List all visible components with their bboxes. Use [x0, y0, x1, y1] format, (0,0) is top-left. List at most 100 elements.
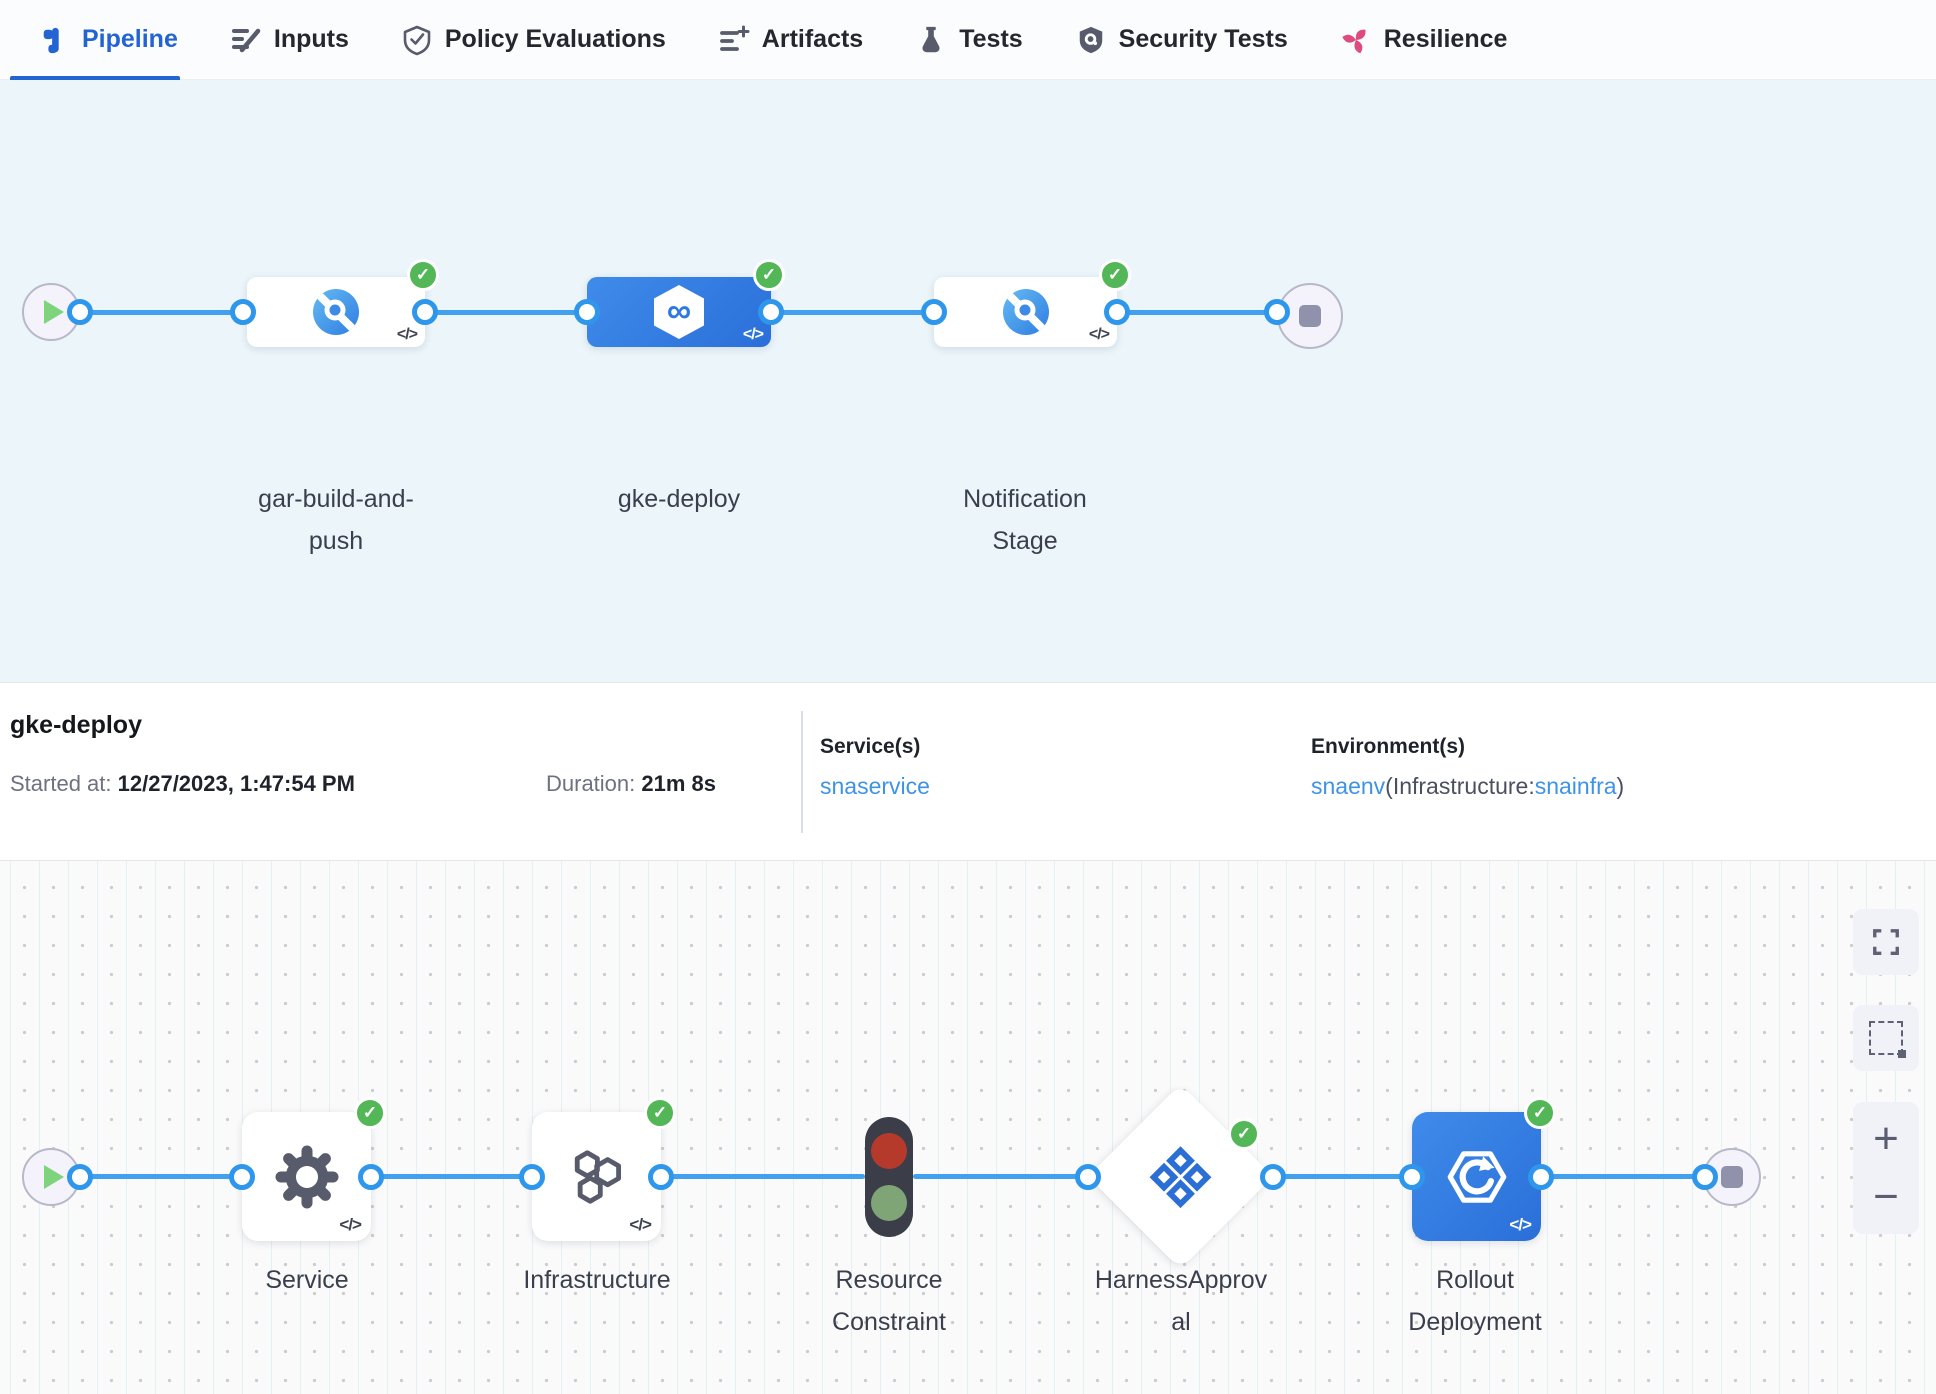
step-node-infrastructure[interactable]: ✓ </> [532, 1097, 676, 1241]
marquee-select-icon [1869, 1021, 1906, 1058]
stop-icon [1721, 1166, 1743, 1188]
started-value: 12/27/2023, 1:47:54 PM [117, 771, 355, 796]
connector-dot [1075, 1164, 1101, 1190]
artifacts-icon [718, 24, 750, 56]
fullscreen-icon [1873, 929, 1899, 955]
divider [801, 711, 803, 833]
connector-dot [921, 299, 947, 325]
step-label[interactable]: Service [265, 1266, 349, 1294]
fullscreen-button[interactable] [1853, 909, 1919, 975]
step-label[interactable]: HarnessApproval [1094, 1266, 1268, 1336]
approval-icon [1149, 1145, 1212, 1208]
step-edge [1273, 1174, 1412, 1179]
zoom-in-button[interactable]: + [1873, 1113, 1899, 1163]
infrastructure-prefix: (Infrastructure: [1385, 773, 1535, 799]
step-edge [661, 1174, 865, 1179]
duration-label: Duration: [546, 771, 636, 796]
step-label[interactable]: Rollout Deployment [1408, 1266, 1542, 1336]
connector-dot [1692, 1164, 1718, 1190]
services-header: Service(s) [820, 735, 921, 758]
connector-dot [67, 299, 93, 325]
stage-node-gar-build-and-push[interactable]: ✓ </> [247, 259, 439, 347]
step-node-service[interactable]: ✓ </> [242, 1097, 386, 1241]
step-node-rollout-deployment[interactable]: ✓ </> [1412, 1097, 1556, 1241]
success-badge: ✓ [354, 1097, 386, 1129]
tab-pipeline[interactable]: Pipeline [10, 0, 180, 80]
tab-label: Inputs [273, 25, 349, 53]
duration-value: 21m 8s [641, 771, 717, 796]
tab-label: Pipeline [82, 25, 178, 53]
step-node-harness-approval[interactable] [1087, 1083, 1274, 1270]
tab-artifacts[interactable]: Artifacts [718, 0, 863, 80]
duration: Duration: 21m 8s [546, 771, 716, 797]
tab-label: Artifacts [761, 25, 864, 53]
connector-dot [412, 299, 438, 325]
execution-tabbar: Pipeline Inputs Policy Evaluations [0, 0, 1936, 80]
tab-tests[interactable]: Tests [915, 0, 1023, 80]
tab-policy-evaluations[interactable]: Policy Evaluations [401, 0, 666, 80]
play-icon [44, 300, 64, 324]
connector-dot [574, 299, 600, 325]
environment-link[interactable]: snaenv [1311, 773, 1386, 799]
step-edge [371, 1174, 532, 1179]
connector-dot [1528, 1164, 1554, 1190]
zoom-controls: + − [1853, 1102, 1919, 1234]
policy-evaluations-icon [401, 24, 433, 56]
step-node-resource-constraint[interactable] [865, 1117, 913, 1237]
tab-label: Security Tests [1118, 25, 1288, 53]
connector-dot [1399, 1164, 1425, 1190]
stage-graph-canvas[interactable]: ✓ </> ∞ ✓ </> [0, 80, 1936, 682]
tab-label: Resilience [1383, 25, 1508, 53]
stage-label[interactable]: gar-build-and-push [258, 485, 414, 555]
stage-summary-bar: gke-deploy Started at: 12/27/2023, 1:47:… [0, 682, 1936, 861]
stage-edge [80, 310, 247, 315]
stage-label[interactable]: Notification Stage [963, 485, 1087, 555]
tab-security-tests[interactable]: Security Tests [1075, 0, 1288, 80]
stop-icon [1299, 305, 1321, 327]
connector-dot [758, 299, 784, 325]
connector-dot [67, 1164, 93, 1190]
yaml-code-icon: </> [742, 326, 764, 343]
service-gear-icon [275, 1145, 338, 1208]
step-label[interactable]: Infrastructure [523, 1266, 671, 1294]
services-column: Service(s) snaservice [820, 735, 930, 800]
inputs-icon [230, 24, 262, 56]
tab-inputs[interactable]: Inputs [230, 0, 349, 80]
tab-resilience[interactable]: Resilience [1340, 0, 1508, 80]
service-link[interactable]: snaservice [820, 773, 930, 799]
deploy-stage-icon: ∞ [654, 285, 704, 339]
connector-dot [230, 299, 256, 325]
rollout-deployment-icon [1447, 1150, 1506, 1203]
infrastructure-icon [574, 1149, 621, 1204]
tab-label: Policy Evaluations [444, 25, 666, 53]
execution-graph-canvas[interactable]: ✓ </> ✓ </> [0, 861, 1936, 1394]
pipeline-icon [38, 24, 70, 56]
environments-column: Environment(s) snaenv(Infrastructure:sna… [1311, 735, 1624, 800]
security-tests-icon [1075, 24, 1107, 56]
stage-node-gke-deploy[interactable]: ∞ ✓ </> [587, 259, 785, 347]
success-badge: ✓ [1524, 1097, 1556, 1129]
yaml-code-icon: </> [1088, 326, 1110, 343]
success-badge: ✓ [1228, 1118, 1260, 1150]
started-at: Started at: 12/27/2023, 1:47:54 PM [10, 771, 355, 797]
environments-header: Environment(s) [1311, 735, 1466, 758]
started-label: Started at: [10, 771, 112, 796]
play-icon [44, 1165, 64, 1189]
stage-node-notification-stage[interactable]: ✓ </> [934, 259, 1131, 347]
zoom-out-button[interactable]: − [1873, 1172, 1899, 1222]
marquee-select-button[interactable] [1853, 1005, 1919, 1071]
success-badge: ✓ [644, 1097, 676, 1129]
connector-dot [648, 1164, 674, 1190]
connector-dot [358, 1164, 384, 1190]
red-light [871, 1133, 907, 1169]
yaml-code-icon: </> [629, 1215, 652, 1234]
stage-label[interactable]: gke-deploy [617, 485, 741, 513]
green-light [871, 1185, 907, 1221]
tests-icon [915, 24, 947, 56]
build-stage-icon [313, 289, 359, 335]
resilience-icon [1340, 24, 1372, 56]
step-label[interactable]: Resource Constraint [832, 1266, 946, 1336]
infrastructure-link[interactable]: snainfra [1534, 773, 1617, 799]
success-badge: ✓ [753, 259, 785, 291]
